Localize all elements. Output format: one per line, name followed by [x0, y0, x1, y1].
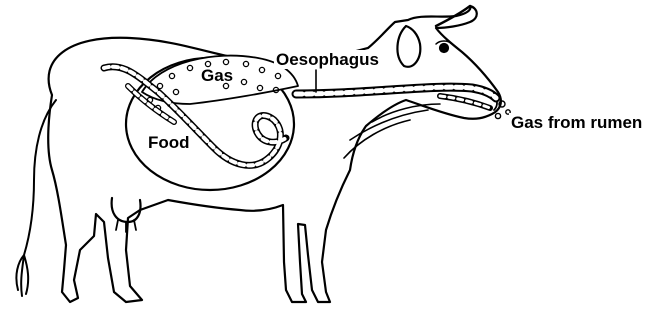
label-gas: Gas: [199, 66, 235, 85]
label-food: Food: [146, 133, 192, 152]
label-oesophagus: Oesophagus: [274, 50, 381, 69]
label-gas-from-rumen: Gas from rumen: [509, 113, 644, 132]
cow-eye: [440, 44, 448, 52]
cow-udder: [112, 198, 141, 222]
cow-ear: [397, 26, 420, 67]
cow-neck-lines: [344, 104, 440, 158]
cow-tail: [16, 100, 56, 296]
